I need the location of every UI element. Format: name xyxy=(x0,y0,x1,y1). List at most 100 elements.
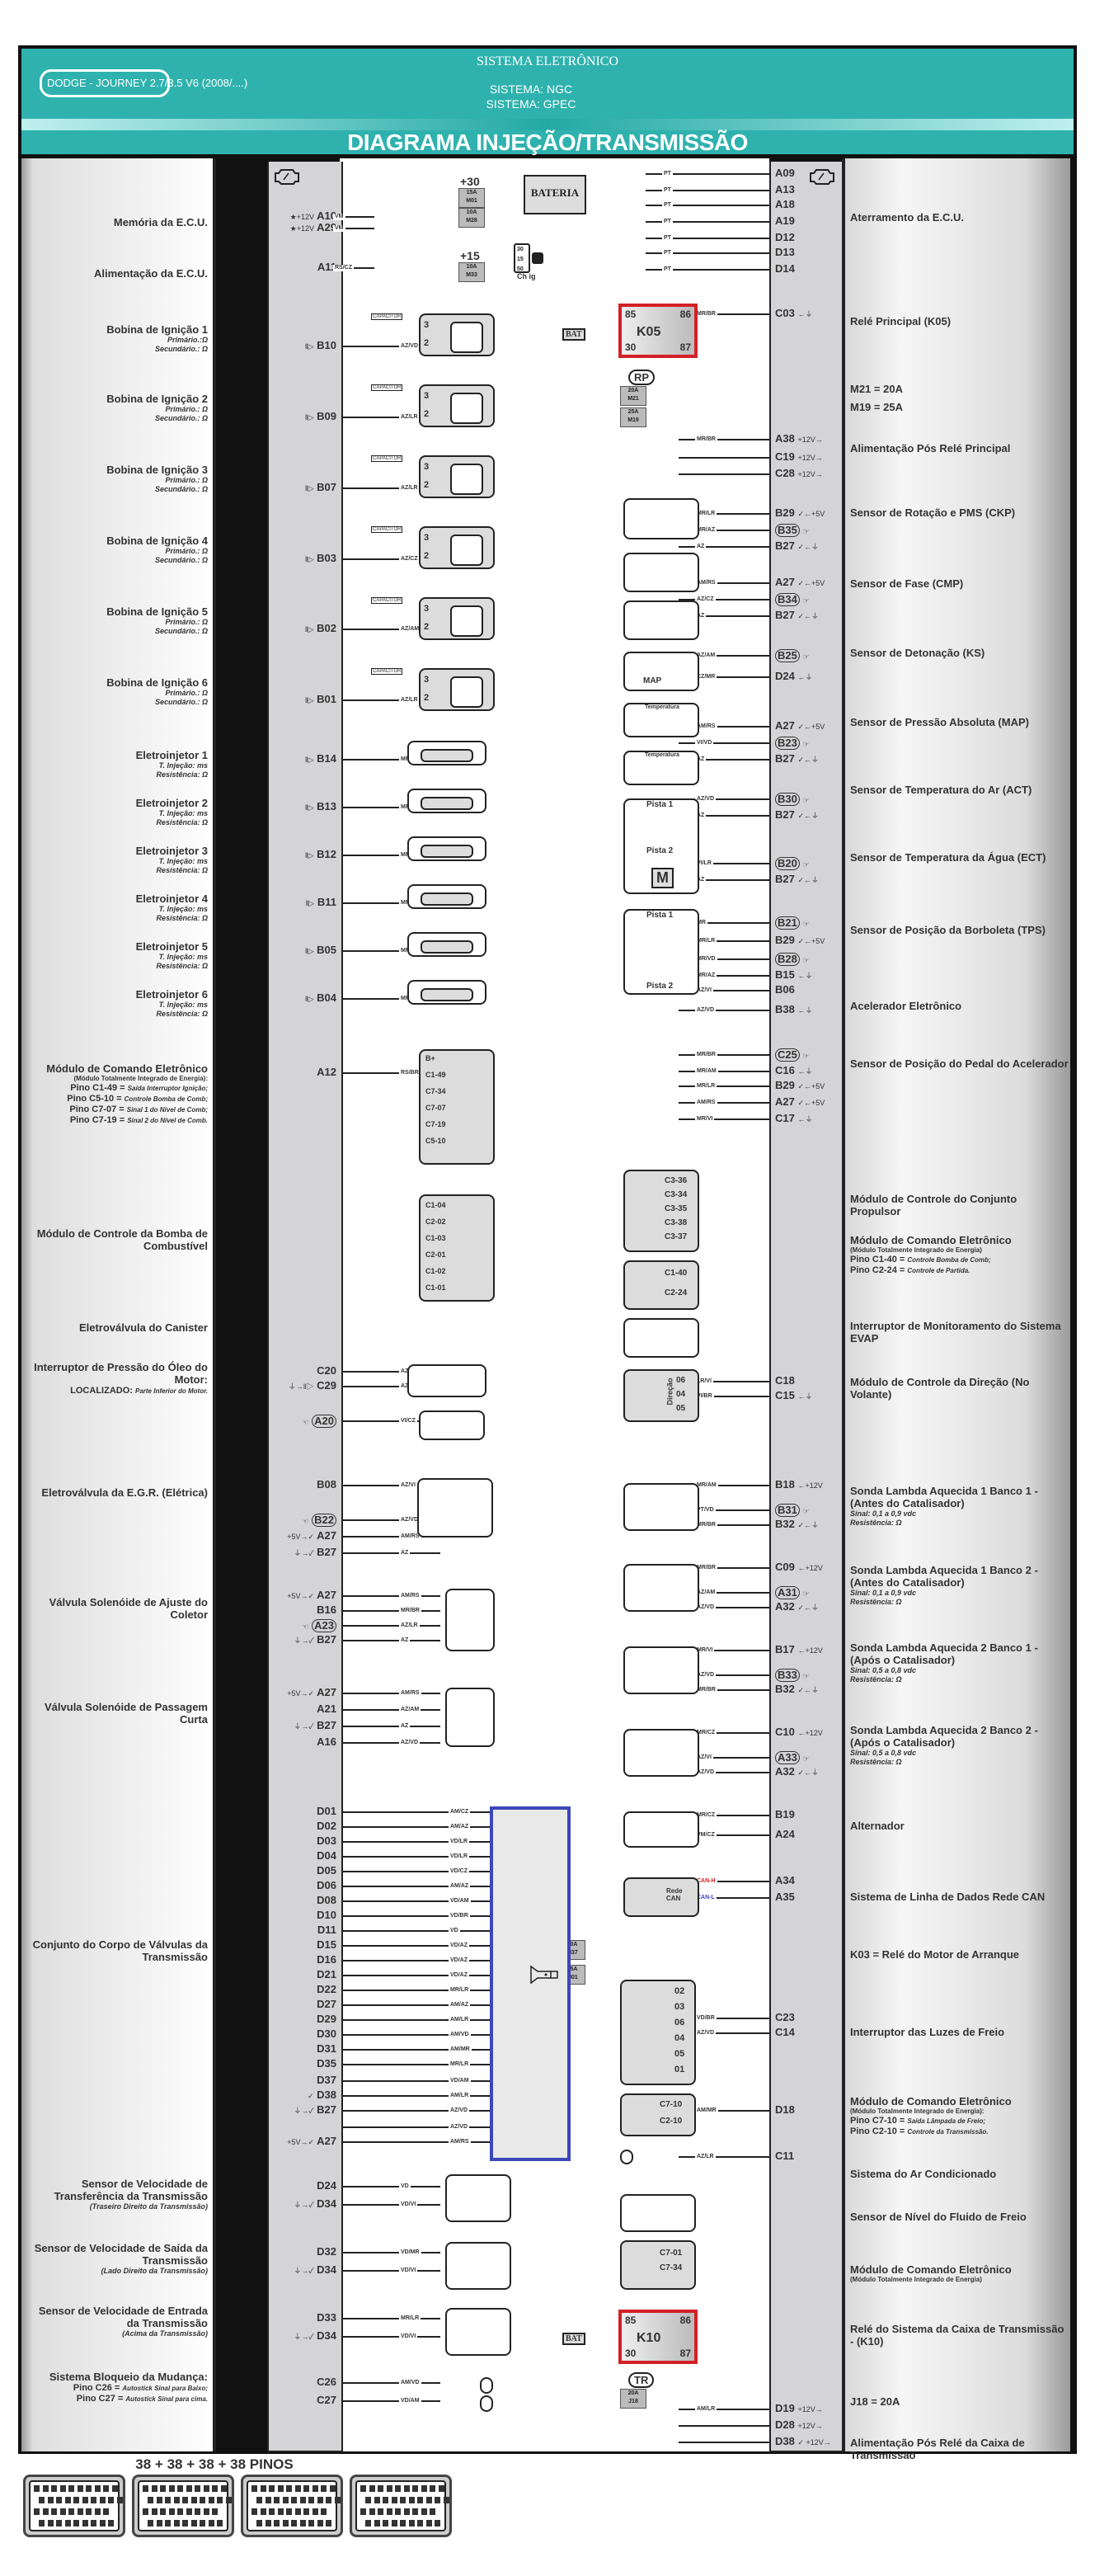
ecu-pin-right[interactable]: D18 xyxy=(775,2104,841,2116)
ecu-pin-left[interactable]: D32 xyxy=(279,2246,336,2258)
ecu-pin-right[interactable]: A27 ✓←+5V xyxy=(775,577,841,589)
ecu-pin-left[interactable]: ★+12V A10 xyxy=(279,210,336,223)
ecu-pin-left[interactable]: D06 xyxy=(279,1880,336,1891)
ecu-pin-right[interactable]: A27 ✓←+5V xyxy=(775,1096,841,1109)
ecu-pin-left[interactable]: ‖▷ B07 xyxy=(279,482,336,494)
ecu-pin-right[interactable]: C14 xyxy=(775,2027,841,2038)
ecu-pin-left[interactable]: +5V→✓ A27 xyxy=(279,1687,336,1699)
ecu-pin-left[interactable]: ‖▷ B04 xyxy=(279,992,336,1005)
ecu-pin-right[interactable]: B27 ✓←⏚ xyxy=(775,540,841,553)
ecu-pin-right[interactable]: B32 ✓←⏚ xyxy=(775,1519,841,1531)
ecu-pin-left[interactable]: ‖▷ B13 xyxy=(279,801,336,813)
ecu-pin-left[interactable]: ✓ D38 xyxy=(279,2089,336,2102)
ecu-pin-left[interactable]: D02 xyxy=(279,1820,336,1832)
ecu-pin-right[interactable]: B28 ☞ xyxy=(775,953,841,966)
ecu-pin-left[interactable]: B08 xyxy=(279,1479,336,1491)
ecu-pin-right[interactable]: A34 xyxy=(775,1875,841,1886)
ecu-pin-left[interactable]: D33 xyxy=(279,2312,336,2324)
ecu-pin-right[interactable]: C18 xyxy=(775,1375,841,1387)
ecu-pin-right[interactable]: B21 ☞ xyxy=(775,916,841,930)
ecu-pin-right[interactable]: C15 ←⏚ xyxy=(775,1390,841,1402)
ecu-pin-left[interactable]: ⏚→✓ B27 xyxy=(279,2104,336,2117)
ecu-pin-right[interactable]: D12 xyxy=(775,232,841,243)
ecu-pin-left[interactable]: D03 xyxy=(279,1835,336,1847)
ecu-pin-left[interactable]: D16 xyxy=(279,1954,336,1966)
ecu-pin-left[interactable]: +5V→✓ A27 xyxy=(279,2136,336,2148)
ecu-pin-right[interactable]: B38 ←⏚ xyxy=(775,1004,841,1016)
ecu-pin-right[interactable]: C17 ←⏚ xyxy=(775,1113,841,1125)
ecu-pin-right[interactable]: D24 ←⏚ xyxy=(775,671,841,683)
ecu-pin-right[interactable]: A31 ☞ xyxy=(775,1586,841,1599)
ecu-pin-right[interactable]: B15 ←⏚ xyxy=(775,969,841,982)
ecu-pin-left[interactable]: C26 xyxy=(279,2376,336,2388)
ecu-pin-left[interactable]: ‖▷ B02 xyxy=(279,623,336,635)
ecu-pin-right[interactable]: B32 ✓←⏚ xyxy=(775,1684,841,1696)
ecu-pin-right[interactable]: B25 ☞ xyxy=(775,649,841,662)
ecu-pin-left[interactable]: +5V→✓ A27 xyxy=(279,1589,336,1602)
ecu-pin-left[interactable]: D11 xyxy=(279,1924,336,1936)
ecu-pin-right[interactable]: B29 ✓←+5V xyxy=(775,1080,841,1092)
ecu-pin-right[interactable]: A18 xyxy=(775,199,841,210)
ecu-pin-left[interactable]: D21 xyxy=(279,1969,336,1980)
ecu-pin-right[interactable]: B19 xyxy=(775,1809,841,1820)
ecu-pin-left[interactable]: D08 xyxy=(279,1895,336,1906)
ecu-pin-right[interactable]: B31 ☞ xyxy=(775,1504,841,1517)
ecu-pin-left[interactable]: ⏚→‖▷ C29 xyxy=(279,1380,336,1392)
ecu-pin-left[interactable]: A21 xyxy=(279,1703,336,1715)
ecu-pin-right[interactable]: C11 xyxy=(775,2150,841,2162)
ecu-pin-right[interactable]: B17 ←+12V xyxy=(775,1644,841,1656)
ecu-pin-right[interactable]: A13 xyxy=(775,184,841,195)
ecu-pin-left[interactable]: ⏚→✓ B27 xyxy=(279,1634,336,1646)
ecu-pin-right[interactable]: A24 xyxy=(775,1829,841,1840)
ecu-pin-left[interactable]: ⏚→✓ B27 xyxy=(279,1547,336,1559)
ecu-pin-left[interactable]: ⏚→✓ D34 xyxy=(279,2264,336,2277)
ecu-pin-left[interactable]: D22 xyxy=(279,1984,336,1995)
ecu-pin-right[interactable]: B29 ✓←+5V xyxy=(775,507,841,520)
ecu-pin-left[interactable]: ☜ B22 xyxy=(279,1514,336,1527)
ecu-pin-right[interactable]: A38 +12V→ xyxy=(775,433,841,445)
ecu-pin-right[interactable]: A32 ✓←⏚ xyxy=(775,1601,841,1613)
ecu-pin-right[interactable]: B20 ☞ xyxy=(775,857,841,870)
ecu-pin-left[interactable]: D05 xyxy=(279,1865,336,1877)
ecu-pin-left[interactable]: A12 xyxy=(279,1067,336,1078)
ecu-pin-left[interactable]: +5V→✓ A27 xyxy=(279,1530,336,1542)
ecu-pin-right[interactable]: A32 ✓←⏚ xyxy=(775,1766,841,1778)
ecu-pin-right[interactable]: B06 xyxy=(775,984,841,996)
ecu-pin-left[interactable]: ‖▷ B11 xyxy=(279,897,336,909)
ecu-pin-right[interactable]: B23 ☞ xyxy=(775,737,841,750)
ecu-pin-right[interactable]: B27 ✓←⏚ xyxy=(775,809,841,822)
ecu-pin-right[interactable]: A09 xyxy=(775,167,841,179)
ecu-pin-right[interactable]: D13 xyxy=(775,247,841,258)
ecu-pin-right[interactable]: D19 +12V→ xyxy=(775,2403,841,2415)
ecu-pin-left[interactable]: D01 xyxy=(279,1806,336,1817)
ecu-pin-left[interactable]: ‖▷ B12 xyxy=(279,849,336,861)
ecu-pin-right[interactable]: B27 ✓←⏚ xyxy=(775,753,841,765)
ecu-pin-left[interactable]: A16 xyxy=(279,1736,336,1748)
ecu-pin-left[interactable]: D30 xyxy=(279,2028,336,2040)
ecu-pin-left[interactable]: ⏚→✓ B27 xyxy=(279,1720,336,1732)
ecu-pin-left[interactable]: D10 xyxy=(279,1910,336,1921)
ecu-pin-left[interactable]: B16 xyxy=(279,1604,336,1616)
ecu-pin-right[interactable]: C03 ←⏚ xyxy=(775,308,841,320)
ecu-pin-right[interactable]: D14 xyxy=(775,263,841,275)
ecu-pin-left[interactable]: C27 xyxy=(279,2395,336,2406)
ecu-pin-left[interactable]: D27 xyxy=(279,1999,336,2010)
ecu-pin-right[interactable]: C28 +12V→ xyxy=(775,468,841,480)
ecu-pin-left[interactable]: ‖▷ B01 xyxy=(279,694,336,706)
ecu-pin-right[interactable]: B35 ☞ xyxy=(775,524,841,537)
ecu-pin-right[interactable]: C23 xyxy=(775,2012,841,2023)
ecu-pin-left[interactable]: D35 xyxy=(279,2058,336,2070)
ecu-pin-left[interactable]: ☜ A23 xyxy=(279,1619,336,1632)
ecu-pin-right[interactable]: A33 ☞ xyxy=(775,1751,841,1764)
ecu-pin-right[interactable]: B18 ←+12V xyxy=(775,1479,841,1491)
ecu-pin-left[interactable]: ‖▷ B14 xyxy=(279,753,336,765)
ecu-pin-right[interactable]: C19 +12V→ xyxy=(775,451,841,464)
ecu-pin-right[interactable]: C16 ←⏚ xyxy=(775,1065,841,1077)
ecu-pin-left[interactable]: D24 xyxy=(279,2180,336,2192)
ecu-pin-left[interactable]: ‖▷ B05 xyxy=(279,944,336,957)
ecu-pin-right[interactable]: D28 +12V→ xyxy=(775,2419,841,2432)
ecu-pin-right[interactable]: B29 ✓←+5V xyxy=(775,935,841,947)
ecu-pin-left[interactable]: A11 xyxy=(279,261,336,273)
ecu-pin-right[interactable]: B27 ✓←⏚ xyxy=(775,874,841,886)
ecu-pin-left[interactable]: C20 xyxy=(279,1365,336,1377)
